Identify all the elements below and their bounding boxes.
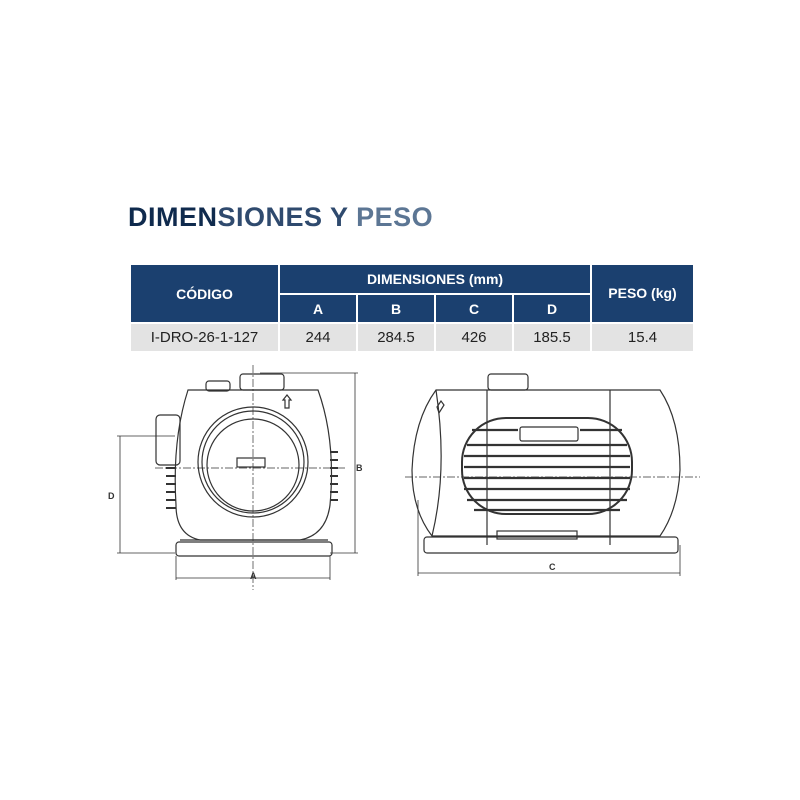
cell-weight: 15.4: [592, 324, 693, 351]
header-b: B: [358, 295, 434, 322]
dim-label-a: A: [250, 571, 257, 581]
table-row: I-DRO-26-1-127 244 284.5 426 185.5 15.4: [131, 324, 693, 351]
cell-code: I-DRO-26-1-127: [131, 324, 278, 351]
title-part: DIMEN: [128, 202, 218, 232]
title-part: PESO: [348, 202, 434, 232]
cell-d: 185.5: [514, 324, 590, 351]
header-d: D: [514, 295, 590, 322]
title-part: SIONES Y: [217, 202, 349, 232]
dim-label-b: B: [356, 463, 363, 473]
dim-label-c: C: [549, 562, 556, 572]
cell-a: 244: [280, 324, 356, 351]
cell-b: 284.5: [358, 324, 434, 351]
header-a: A: [280, 295, 356, 322]
dimensions-table: CÓDIGO DIMENSIONES (mm) PESO (kg) A B C …: [129, 263, 695, 353]
header-c: C: [436, 295, 512, 322]
header-dimensions: DIMENSIONES (mm): [280, 265, 590, 293]
header-code: CÓDIGO: [131, 265, 278, 322]
header-weight: PESO (kg): [592, 265, 693, 322]
pump-front-view: [155, 373, 338, 557]
dimension-lines: [117, 372, 681, 580]
dim-label-d: D: [108, 491, 115, 501]
cell-c: 426: [436, 324, 512, 351]
pump-side-view: [411, 373, 681, 554]
page-title: DIMENSIONES Y PESO: [128, 202, 433, 233]
